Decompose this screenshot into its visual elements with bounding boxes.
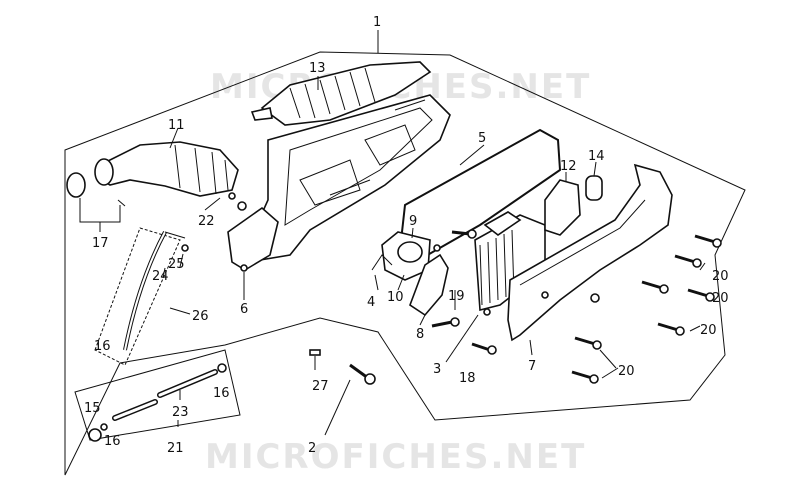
callout-4: 4: [367, 295, 375, 310]
part-14-grommet: [585, 161, 603, 201]
callout-13: 13: [309, 61, 326, 76]
subgroup-boundary-21: [74, 349, 241, 441]
callout-14: 14: [588, 149, 605, 164]
callout-24: 24: [152, 269, 169, 284]
callout-20-b: 20: [712, 291, 729, 306]
part-19b-screw: [451, 229, 477, 239]
part-3-filter-element: [474, 211, 546, 316]
callout-23: 23: [172, 405, 189, 420]
callout-20-a: 20: [712, 269, 729, 284]
part-2-bolt: [324, 363, 376, 436]
callout-11: 11: [168, 118, 185, 133]
callout-27: 27: [312, 379, 329, 394]
callout-2: 2: [308, 441, 316, 456]
part-19-screw: [431, 317, 460, 328]
part-12-seal: [544, 172, 581, 236]
part-9-10-clip-assembly: [371, 231, 431, 281]
callout-7: 7: [528, 359, 536, 374]
part-7-cover: [507, 163, 673, 356]
callout-19: 19: [448, 289, 465, 304]
callout-20-c: 20: [700, 323, 717, 338]
callout-20-d: 20: [618, 364, 635, 379]
callout-16-right: 16: [213, 386, 230, 401]
callout-12: 12: [560, 159, 577, 174]
assembly-boundary: [64, 51, 746, 476]
callout-17: 17: [92, 236, 109, 251]
callout-16-hose: 16: [94, 339, 111, 354]
part-27-pin: [309, 349, 321, 370]
callout-10: 10: [387, 290, 404, 305]
part-13-filter-cover: [250, 61, 432, 126]
part-11-intake-boot: [94, 127, 239, 197]
leader-lines: [162, 76, 706, 379]
callout-16-left: 16: [104, 434, 121, 449]
callout-9: 9: [409, 214, 417, 229]
part-6-bracket: [227, 206, 279, 300]
part-24-hose: [123, 231, 189, 351]
callout-8: 8: [416, 327, 424, 342]
callout-22: 22: [198, 214, 215, 229]
callout-18: 18: [459, 371, 476, 386]
watermark-bottom: MICROFICHES.NET: [205, 437, 586, 477]
callout-26: 26: [192, 309, 209, 324]
callout-1: 1: [373, 15, 381, 30]
subgroup-boundary-26: [94, 227, 181, 366]
callout-5: 5: [478, 131, 486, 146]
part-23-hoses: [88, 363, 227, 442]
part-17-clamp: [66, 172, 126, 232]
part-18-screw: [471, 342, 497, 355]
callout-21: 21: [167, 441, 184, 456]
callout-3: 3: [433, 362, 441, 377]
callout-15: 15: [84, 401, 101, 416]
part-20-screws: [571, 234, 722, 384]
callout-6: 6: [240, 302, 248, 317]
callout-25: 25: [168, 257, 185, 272]
part-22-bolt: [228, 192, 247, 211]
